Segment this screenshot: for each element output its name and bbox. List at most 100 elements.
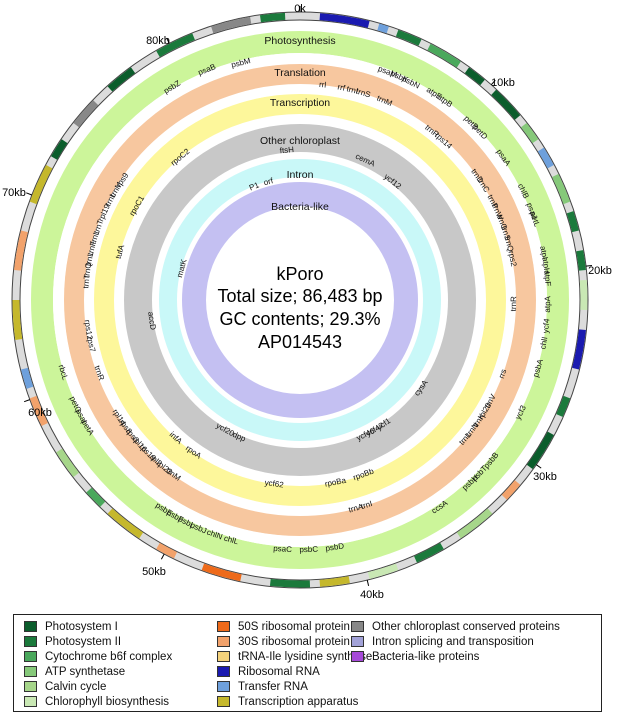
gene-label: orf [263,176,275,187]
gene-label: psaC [273,544,292,554]
gene-label: trnQ [82,262,93,279]
gene-block [156,33,195,58]
legend-item: Transcription apparatus [217,694,372,709]
legend-swatch [217,621,230,632]
legend-item: 30S ribosomal protein [217,634,372,649]
ring-title-transcription: Transcription [270,97,330,109]
ring-divider [62,62,538,538]
legend-swatch [351,651,364,662]
legend-label: 50S ribosomal protein [238,620,350,633]
scale-tick [23,399,30,403]
scale-label: 70kb [2,187,26,199]
gene-label: rps12 [83,319,95,341]
gene-label: rps2 [507,250,519,268]
gene-label: trnA [348,502,365,515]
gene-label: trnQ [503,235,516,252]
center-accession: AP014543 [258,332,342,352]
legend-item: Chlorophyll biosynthesis [24,694,172,709]
legend-label: 30S ribosomal protein [238,635,350,648]
gene-block [56,448,79,478]
inner-boundary [19,19,581,581]
legend-swatch [217,681,230,692]
gene-block [526,431,554,469]
legend-label: Ribosomal RNA [238,665,320,678]
center-total-size: Total size; 86,483 bp [217,286,382,306]
gene-label: atpH [540,256,551,274]
intron-ring [159,159,441,441]
legend-item: tRNA-Ile lysidine synthase [217,649,372,664]
legend-item: Ribosomal RNA [217,664,372,679]
gene-block [377,23,389,34]
gene-label: ycf4 [541,318,552,334]
gene-block [21,367,34,389]
gene-block [12,299,23,341]
legend-column-translation: 50S ribosomal protein 30S ribosomal prot… [217,619,372,709]
gene-block [107,508,144,539]
legend-item: 50S ribosomal protein [217,619,372,634]
gene-block [367,563,399,579]
center-gc: GC contents; 29.3% [219,309,380,329]
legend-label: tRNA-Ile lysidine synthase [238,650,373,663]
legend-swatch [24,651,37,662]
legend-label: Transfer RNA [238,680,308,693]
gene-block [556,395,571,417]
legend-item: Bacteria-like proteins [351,649,560,664]
scale-label: 20kb [588,265,612,277]
bacteria-ring [182,182,418,418]
gene-block [491,89,521,120]
legend-swatch [24,636,37,647]
gene-block [566,211,579,233]
ring-title-bacteria: Bacteria-like [271,201,329,213]
gene-block [579,279,588,311]
scale-label: 80kb [146,35,170,47]
legend-label: Photosystem II [45,635,122,648]
gene-label: trnT [81,274,91,289]
transcription-ring [94,94,506,506]
gene-block [572,329,586,370]
center-name: kPoro [276,264,323,284]
ring-title-other: Other chloroplast [260,135,340,147]
translation-ring [64,64,536,536]
gene-label: chlI [538,336,549,350]
gene-label: trnS [499,225,512,242]
gene-block [521,122,539,144]
gene-label: ftsH [279,145,294,155]
genome-map: psbMpsaMpsbKpsbNatpEatpBpetBpetDpsaAchlB… [2,3,612,601]
legend-swatch [24,621,37,632]
gene-label: rrl [319,80,327,90]
gene-label: accD [146,311,157,331]
legend-item: Cytochrome b6f complex [24,649,172,664]
gene-block [414,542,444,563]
gene-block [29,395,48,427]
gene-block [464,67,485,86]
legend-label: ATP synthetase [45,665,126,678]
legend-label: Intron splicing and transposition [372,635,534,648]
gene-label: tufA [114,243,127,260]
gene-label: trnI [346,84,359,96]
legend-item: ATP synthetase [24,664,172,679]
legend-label: Other chloroplast conserved proteins [372,620,560,633]
other-chloroplast-ring [124,124,476,476]
gene-block [576,250,586,271]
scale-label: 50kb [142,566,166,578]
ring-title-translation: Translation [274,67,326,79]
legend-swatch [24,681,37,692]
scale-tick [366,579,370,587]
gene-block [156,542,178,559]
legend-column-other: Other chloroplast conserved proteins Int… [351,619,560,664]
legend-label: Cytochrome b6f complex [45,650,173,663]
gene-label: trnL [84,251,96,267]
scale-tick [166,37,170,44]
scale-label: 10kb [491,77,515,89]
gene-block [501,480,521,500]
gene-block [456,508,493,539]
legend-column-photosynthesis: Photosystem I Photosystem II Cytochrome … [24,619,172,709]
legend-label: Photosystem I [45,620,118,633]
gene-block [395,29,422,46]
legend-swatch [351,621,364,632]
gene-block [552,173,571,205]
gene-label: ycf62 [264,478,285,490]
gene-label: trnR [509,296,518,311]
gene-label: psbD [325,541,345,553]
gene-label: psbC [299,545,318,555]
